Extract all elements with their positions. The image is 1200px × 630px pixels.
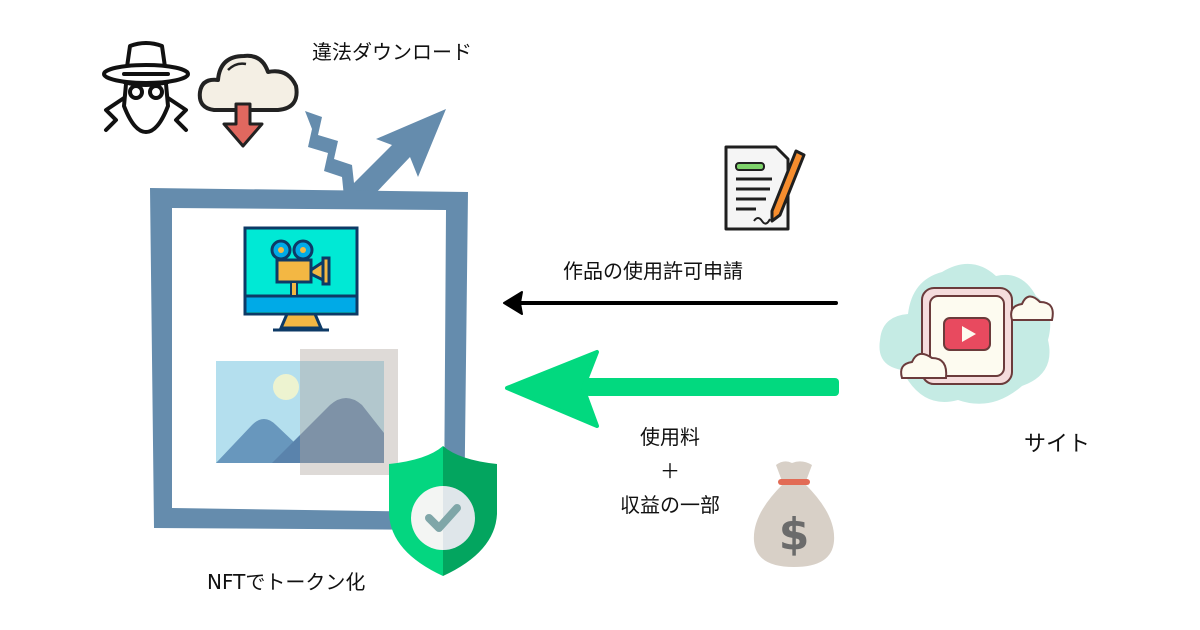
nft-tokenize-label: NFTでトークン化 <box>207 570 366 594</box>
cloud-download-icon <box>197 53 299 148</box>
lightning-arrow-icon <box>305 109 446 197</box>
plus-label: ＋ <box>660 459 680 483</box>
spy-icon <box>102 41 190 134</box>
revenue-share-label: 収益の一部 <box>620 493 720 517</box>
contract-pen-icon <box>724 145 806 231</box>
svg-text:$: $ <box>779 509 810 560</box>
shield-check-icon <box>389 446 497 576</box>
money-bag-icon: $ <box>753 461 835 567</box>
permission-request-label: 作品の使用許可申請 <box>563 259 743 283</box>
permission-request-arrow <box>503 291 838 315</box>
fee-label-group: 使用料 ＋ 収益の一部 <box>605 420 735 522</box>
usage-fee-label: 使用料 <box>640 425 700 449</box>
payment-arrow <box>505 350 839 428</box>
illegal-download-label: 違法ダウンロード <box>312 40 472 64</box>
youtube-cloud-icon <box>879 263 1054 404</box>
video-monitor-icon <box>243 226 359 332</box>
image-icon <box>216 349 398 475</box>
site-label: サイト <box>1024 432 1091 457</box>
